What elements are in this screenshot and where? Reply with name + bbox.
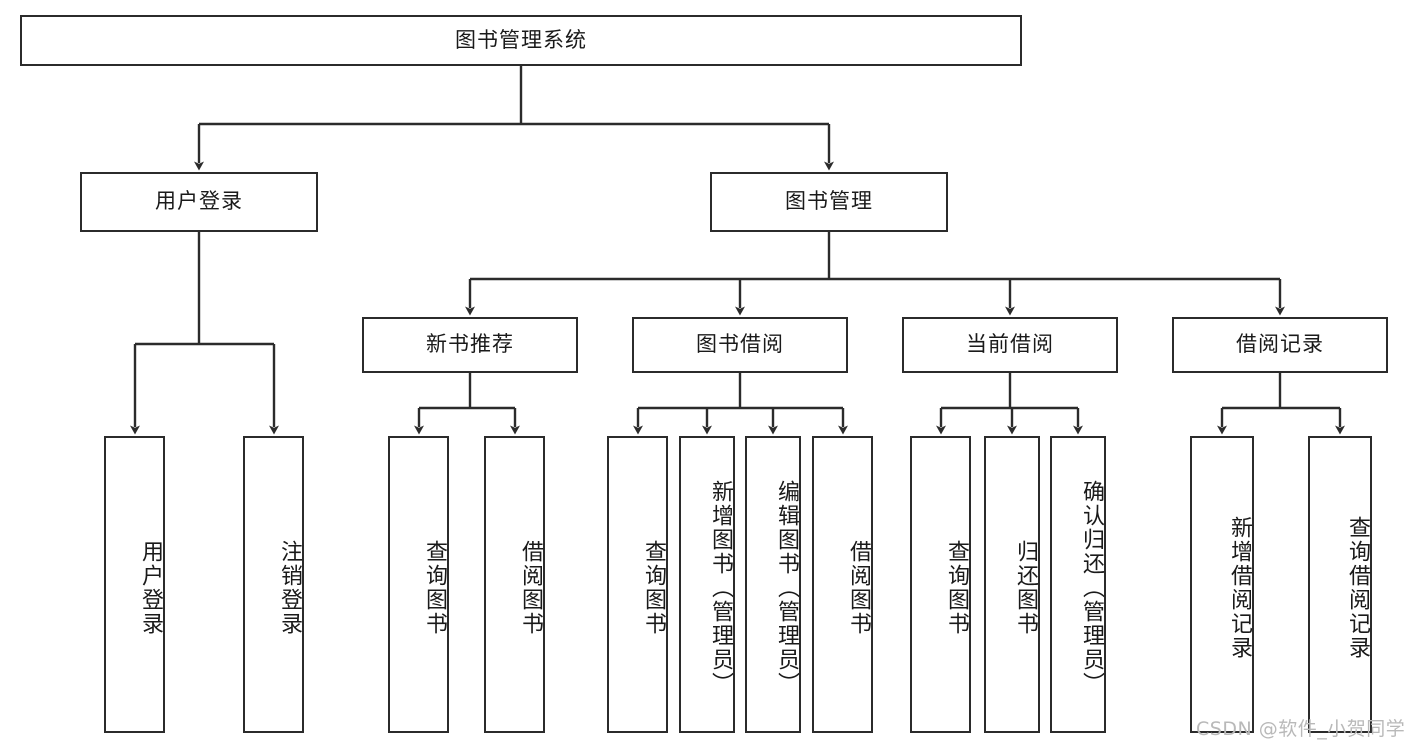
node-label: 查询借阅记录 <box>1345 515 1370 660</box>
node-l-user-logout[interactable]: 注销登录 <box>243 436 304 733</box>
node-label: 图书管理 <box>785 189 873 214</box>
node-label: 借阅图书 <box>518 539 543 636</box>
node-label: 新书推荐 <box>426 332 514 357</box>
node-l-cb-return[interactable]: 归还图书 <box>984 436 1040 733</box>
node-l-bb-edit[interactable]: 编辑图书（管理员） <box>745 436 801 733</box>
node-label: 注销登录 <box>277 539 302 636</box>
node-l-br-query[interactable]: 查询借阅记录 <box>1308 436 1372 733</box>
node-l-bb-query[interactable]: 查询图书 <box>607 436 668 733</box>
node-label: 编辑图书（管理员） <box>774 479 799 696</box>
node-label: 用户登录 <box>138 539 163 636</box>
node-n-book-borrow[interactable]: 图书借阅 <box>632 317 848 373</box>
node-l-cb-confirm[interactable]: 确认归还（管理员） <box>1050 436 1106 733</box>
node-l-bb-borrow[interactable]: 借阅图书 <box>812 436 873 733</box>
node-l-bb-add[interactable]: 新增图书（管理员） <box>679 436 735 733</box>
node-label: 当前借阅 <box>966 332 1054 357</box>
node-l-br-add[interactable]: 新增借阅记录 <box>1190 436 1254 733</box>
node-l-user-login[interactable]: 用户登录 <box>104 436 165 733</box>
node-label: 图书借阅 <box>696 332 784 357</box>
node-l-rec-borrow[interactable]: 借阅图书 <box>484 436 545 733</box>
node-label: 确认归还（管理员） <box>1079 479 1104 696</box>
node-label: 查询图书 <box>944 539 969 636</box>
node-n-new-book-rec[interactable]: 新书推荐 <box>362 317 578 373</box>
node-label: 借阅记录 <box>1236 332 1324 357</box>
node-label: 归还图书 <box>1013 539 1038 636</box>
node-label: 查询图书 <box>641 539 666 636</box>
node-label: 图书管理系统 <box>455 27 587 52</box>
node-label: 用户登录 <box>155 189 243 214</box>
node-label: 新增借阅记录 <box>1227 515 1252 660</box>
node-n-book-manage[interactable]: 图书管理 <box>710 172 948 232</box>
node-l-rec-query[interactable]: 查询图书 <box>388 436 449 733</box>
node-l-cb-query[interactable]: 查询图书 <box>910 436 971 733</box>
node-label: 新增图书（管理员） <box>708 479 733 696</box>
node-n-user-login[interactable]: 用户登录 <box>80 172 318 232</box>
node-label: 借阅图书 <box>846 539 871 636</box>
node-label: 查询图书 <box>422 539 447 636</box>
node-n-cur-borrow[interactable]: 当前借阅 <box>902 317 1118 373</box>
node-root[interactable]: 图书管理系统 <box>20 15 1022 66</box>
node-n-borrow-rec[interactable]: 借阅记录 <box>1172 317 1388 373</box>
